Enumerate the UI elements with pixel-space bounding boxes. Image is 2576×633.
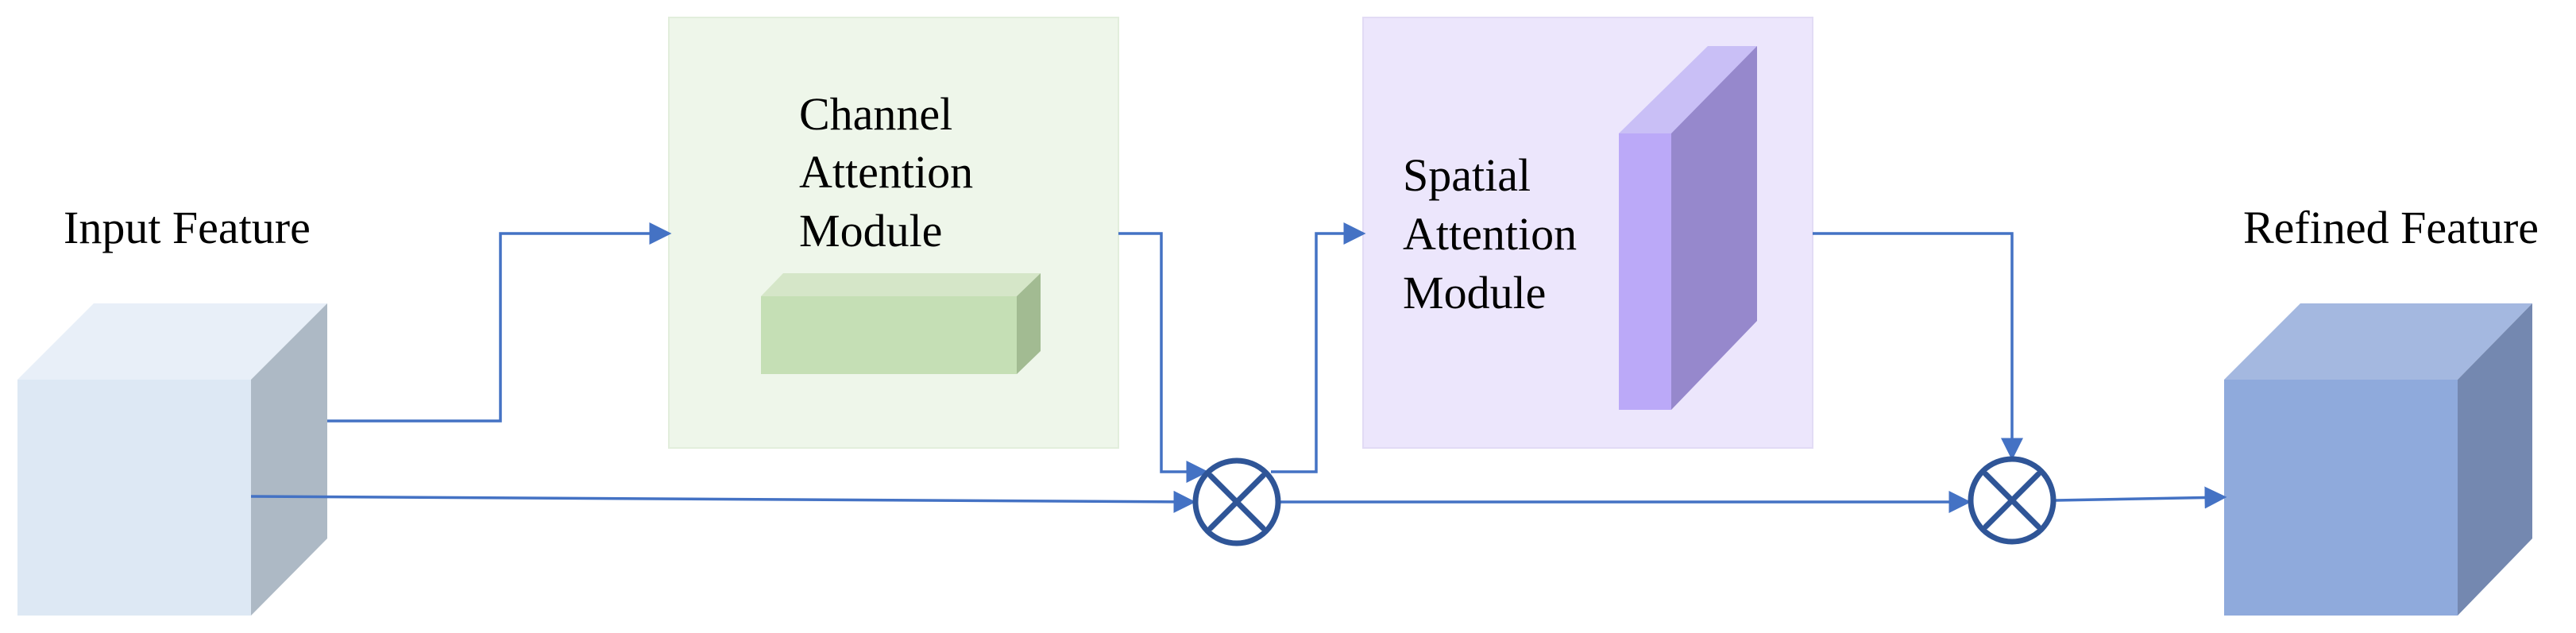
channel-module-label-line-1: Channel — [799, 88, 952, 140]
edge-input-to-channel — [327, 222, 672, 423]
edge-channel-to-multiply-1 — [1118, 232, 1209, 483]
spatial-module-label-line-3: Module — [1403, 267, 1546, 318]
edge-multiply-2-to-refined — [2055, 486, 2227, 509]
input-feature-cube — [17, 303, 327, 616]
channel-module-label-line-2: Attention — [799, 146, 973, 198]
edge-multiply-1-to-spatial — [1271, 222, 1366, 473]
spatial-module-label-line-2: Attention — [1403, 208, 1577, 260]
multiply-2-icon — [1968, 456, 2057, 545]
spatial-module-label-line-1: Spatial — [1403, 149, 1531, 201]
spatial-attention-map — [1619, 46, 1757, 410]
refined-feature-cube — [2224, 303, 2532, 616]
edge-input-to-multiply-1 — [250, 490, 1196, 513]
refined-feature-label: Refined Feature — [2243, 202, 2539, 253]
input-feature-label: Input Feature — [64, 202, 311, 253]
channel-attention-vector — [761, 273, 1041, 374]
channel-module-label-line-3: Module — [799, 205, 942, 257]
channel-attention-panel — [668, 17, 1119, 449]
multiply-1-icon — [1192, 457, 1281, 546]
edge-spatial-to-multiply-2 — [1813, 232, 2023, 461]
